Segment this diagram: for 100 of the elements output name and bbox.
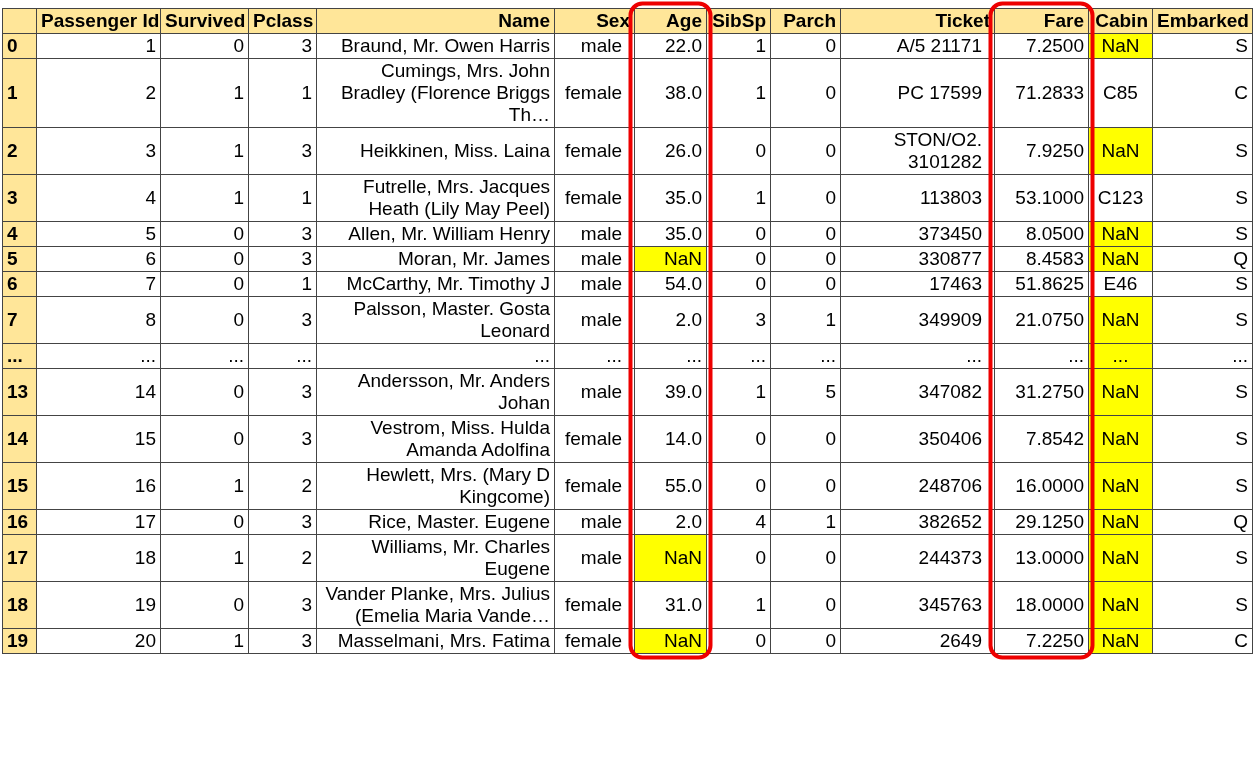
column-header: SibSp xyxy=(706,8,771,34)
row-index: 5 xyxy=(2,246,37,272)
ticket-number: 349909 xyxy=(840,296,995,344)
port-value: S xyxy=(1152,534,1253,582)
fare-value: 7.8542 xyxy=(994,415,1089,463)
sibling-count: 0 xyxy=(706,271,771,297)
row-index: 13 xyxy=(2,368,37,416)
sibling-count: 1 xyxy=(706,174,771,222)
row-index: 16 xyxy=(2,509,37,535)
age-value: 35.0 xyxy=(634,221,707,247)
passenger-id: 18 xyxy=(36,534,161,582)
parent-count: 0 xyxy=(770,174,841,222)
sibling-count: 0 xyxy=(706,534,771,582)
passenger-name: Futrelle, Mrs. Jacques Heath (Lily May Peel) xyxy=(316,174,555,222)
port-value: S xyxy=(1152,368,1253,416)
passenger-name: Masselmani, Mrs. Fatima xyxy=(316,628,555,654)
ticket-number: 347082 xyxy=(840,368,995,416)
row-index: 6 xyxy=(2,271,37,297)
age-value: 2.0 xyxy=(634,296,707,344)
passenger-name: Cumings, Mrs. John Bradley (Florence Briggs Th… xyxy=(316,58,555,128)
passenger-name: McCarthy, Mr. Timothy J xyxy=(316,271,555,297)
class-value: 3 xyxy=(248,628,317,654)
ticket-number: PC 17599 xyxy=(840,58,995,128)
sex-value: male xyxy=(554,246,635,272)
sex-value: male xyxy=(554,33,635,59)
sex-value: male xyxy=(554,534,635,582)
passenger-name: Andersson, Mr. Anders Johan xyxy=(316,368,555,416)
class-value: 1 xyxy=(248,58,317,128)
column-header: Name xyxy=(316,8,555,34)
survived-value: 0 xyxy=(160,368,249,416)
age-value: ... xyxy=(634,343,707,369)
row-index: 19 xyxy=(2,628,37,654)
survived-value: 1 xyxy=(160,127,249,175)
passenger-id: 5 xyxy=(36,221,161,247)
fare-value: 29.1250 xyxy=(994,509,1089,535)
parent-count: 0 xyxy=(770,127,841,175)
sibling-count: 0 xyxy=(706,246,771,272)
ticket-number: 2649 xyxy=(840,628,995,654)
port-value: C xyxy=(1152,628,1253,654)
column-header: Sex xyxy=(554,8,635,34)
row-index: 3 xyxy=(2,174,37,222)
fare-value: 16.0000 xyxy=(994,462,1089,510)
sibling-count: 1 xyxy=(706,33,771,59)
sex-value: male xyxy=(554,271,635,297)
parent-count: 0 xyxy=(770,628,841,654)
passenger-id: 7 xyxy=(36,271,161,297)
class-value: 2 xyxy=(248,462,317,510)
cabin-value: E46 xyxy=(1088,271,1153,297)
row-index: 7 xyxy=(2,296,37,344)
age-value: 22.0 xyxy=(634,33,707,59)
passenger-name: Vander Planke, Mrs. Julius (Emelia Maria Vande… xyxy=(316,581,555,629)
port-value: S xyxy=(1152,462,1253,510)
parent-count: 0 xyxy=(770,534,841,582)
passenger-id: 16 xyxy=(36,462,161,510)
fare-value: 7.9250 xyxy=(994,127,1089,175)
passenger-name: Vestrom, Miss. Hulda Amanda Adolfina xyxy=(316,415,555,463)
ticket-number: 330877 xyxy=(840,246,995,272)
ticket-number: ... xyxy=(840,343,995,369)
fare-value: ... xyxy=(994,343,1089,369)
passenger-name: Hewlett, Mrs. (Mary D Kingcome) xyxy=(316,462,555,510)
port-value: S xyxy=(1152,33,1253,59)
fare-value: 8.0500 xyxy=(994,221,1089,247)
class-value: 1 xyxy=(248,174,317,222)
passenger-id: 17 xyxy=(36,509,161,535)
survived-value: ... xyxy=(160,343,249,369)
port-value: S xyxy=(1152,415,1253,463)
passenger-id: 4 xyxy=(36,174,161,222)
port-value: S xyxy=(1152,296,1253,344)
ticket-number: 244373 xyxy=(840,534,995,582)
survived-value: 1 xyxy=(160,174,249,222)
fare-value: 13.0000 xyxy=(994,534,1089,582)
class-value: ... xyxy=(248,343,317,369)
row-index: 1 xyxy=(2,58,37,128)
parent-count: ... xyxy=(770,343,841,369)
passenger-id: 6 xyxy=(36,246,161,272)
ticket-number: 345763 xyxy=(840,581,995,629)
column-header: Fare xyxy=(994,8,1089,34)
ticket-number: 113803 xyxy=(840,174,995,222)
sex-value: female xyxy=(554,127,635,175)
port-value: S xyxy=(1152,221,1253,247)
port-value: Q xyxy=(1152,509,1253,535)
class-value: 3 xyxy=(248,415,317,463)
class-value: 3 xyxy=(248,33,317,59)
age-value: 38.0 xyxy=(634,58,707,128)
sibling-count: 0 xyxy=(706,221,771,247)
sibling-count: 0 xyxy=(706,415,771,463)
survived-value: 0 xyxy=(160,33,249,59)
sex-value: male xyxy=(554,509,635,535)
survived-value: 0 xyxy=(160,246,249,272)
cabin-value: C123 xyxy=(1088,174,1153,222)
parent-count: 0 xyxy=(770,58,841,128)
port-value: ... xyxy=(1152,343,1253,369)
fare-value: 31.2750 xyxy=(994,368,1089,416)
fare-value: 53.1000 xyxy=(994,174,1089,222)
parent-count: 1 xyxy=(770,296,841,344)
passenger-name: Heikkinen, Miss. Laina xyxy=(316,127,555,175)
passenger-name: Rice, Master. Eugene xyxy=(316,509,555,535)
parent-count: 0 xyxy=(770,581,841,629)
passenger-name: Braund, Mr. Owen Harris xyxy=(316,33,555,59)
age-value: 55.0 xyxy=(634,462,707,510)
